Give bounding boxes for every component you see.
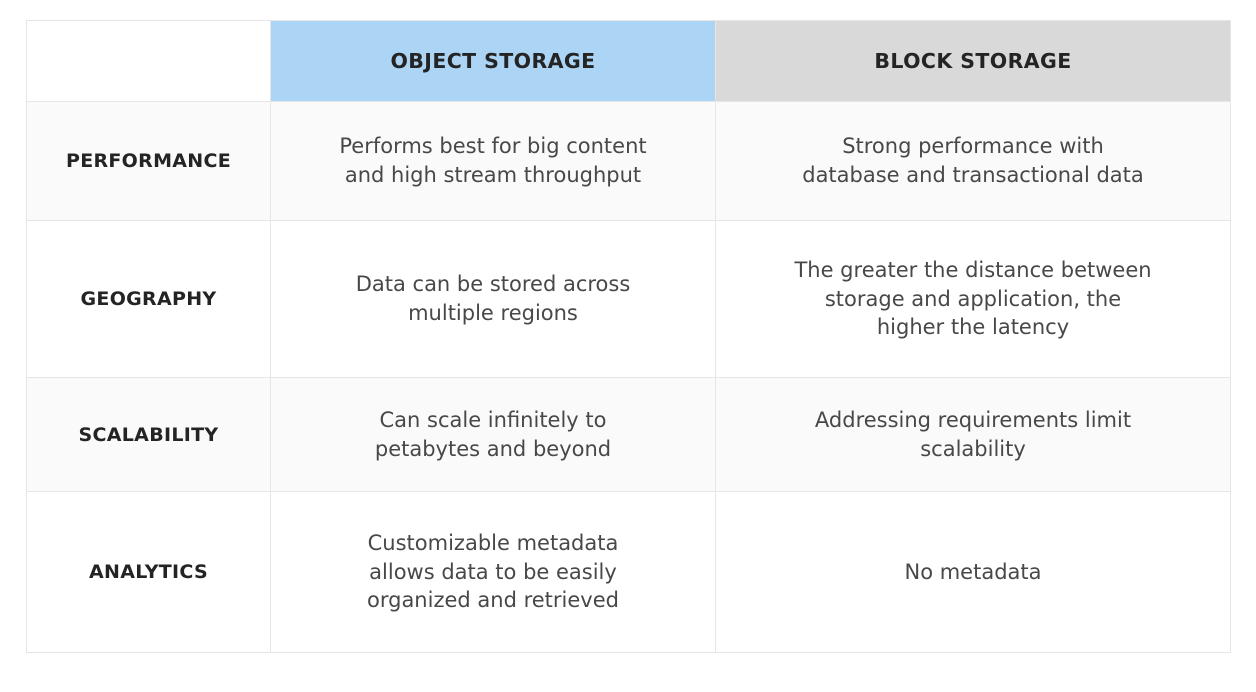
cell-text-line: Customizable metadata: [367, 530, 619, 555]
cell-geography-block-storage: The greater the distance between storage…: [715, 220, 1231, 378]
cell-text-line: higher the latency: [876, 315, 1070, 340]
cell-analytics-block-storage: No metadata: [715, 491, 1231, 653]
cell-text-line: No metadata: [904, 559, 1042, 584]
storage-comparison-table: OBJECT STORAGE BLOCK STORAGE PERFORMANCE…: [26, 20, 1231, 653]
cell-performance-object-storage: Performs best for big content and high s…: [270, 101, 716, 221]
table-row-performance: PERFORMANCE Performs best for big conten…: [26, 101, 1231, 221]
cell-text-line: organized and retrieved: [367, 588, 619, 613]
table-body: PERFORMANCE Performs best for big conten…: [26, 101, 1231, 653]
column-header-object-storage: OBJECT STORAGE: [270, 20, 716, 102]
cell-text-line: Performs best for big content: [339, 134, 647, 159]
cell-text-line: multiple regions: [408, 301, 578, 325]
cell-analytics-object-storage: Customizable metadata allows data to be …: [270, 491, 716, 653]
cell-text-line: Strong performance with: [842, 134, 1104, 159]
cell-text-line: The greater the distance between: [794, 257, 1152, 282]
row-label-scalability: SCALABILITY: [26, 377, 271, 492]
cell-text-line: scalability: [920, 436, 1026, 461]
comparison-table-container: OBJECT STORAGE BLOCK STORAGE PERFORMANCE…: [26, 20, 1231, 653]
table-header: OBJECT STORAGE BLOCK STORAGE: [26, 20, 1231, 102]
cell-text-line: storage and application, the: [824, 286, 1122, 311]
cell-text-line: Can scale infinitely to: [379, 407, 607, 432]
cell-text-line: Data can be stored across: [355, 272, 631, 297]
table-row-geography: GEOGRAPHY Data can be stored across mult…: [26, 220, 1231, 378]
cell-geography-object-storage: Data can be stored across multiple regio…: [270, 220, 716, 378]
column-header-block-storage: BLOCK STORAGE: [715, 20, 1231, 102]
row-label-geography: GEOGRAPHY: [26, 220, 271, 378]
cell-text-line: petabytes and beyond: [374, 436, 612, 461]
table-row-analytics: ANALYTICS Customizable metadata allows d…: [26, 491, 1231, 653]
cell-performance-block-storage: Strong performance with database and tra…: [715, 101, 1231, 221]
row-label-analytics: ANALYTICS: [26, 491, 271, 653]
table-corner-cell: [26, 20, 271, 102]
table-header-row: OBJECT STORAGE BLOCK STORAGE: [26, 20, 1231, 102]
cell-text-line: database and transactional data: [802, 163, 1144, 187]
cell-scalability-block-storage: Addressing requirements limit scalabilit…: [715, 377, 1231, 492]
cell-scalability-object-storage: Can scale infinitely to petabytes and be…: [270, 377, 716, 492]
row-label-performance: PERFORMANCE: [26, 101, 271, 221]
cell-text-line: Addressing requirements limit: [814, 407, 1132, 432]
cell-text-line: allows data to be easily: [369, 559, 617, 584]
cell-text-line: and high stream throughput: [344, 163, 642, 187]
table-row-scalability: SCALABILITY Can scale infinitely to peta…: [26, 377, 1231, 492]
